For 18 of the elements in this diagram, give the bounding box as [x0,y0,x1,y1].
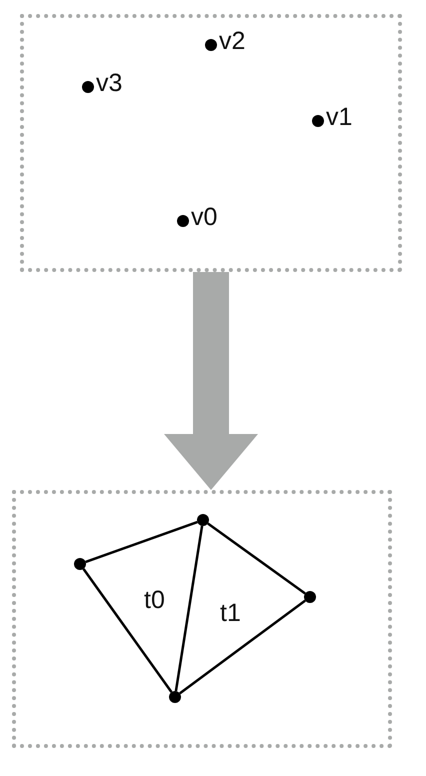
dotted-frame [20,14,402,272]
mesh-edge [82,568,173,693]
vertex-dot [74,558,86,570]
mesh-edge [207,522,306,594]
vertex-dot [304,591,316,603]
mesh-edge [85,520,198,564]
vertex-dot [169,691,181,703]
block-arrow [164,272,258,490]
triangle-label: t1 [220,599,241,627]
vertex-label: v3 [96,69,122,97]
vertex-dot [197,514,209,526]
triangle-label: t0 [144,586,165,614]
mesh-edge [179,600,306,694]
dotted-frame [12,490,392,748]
vertex-label: v1 [326,103,352,131]
mesh-edge [174,526,204,692]
vertex-label: v0 [191,203,218,231]
vertex-label: v2 [219,27,246,55]
